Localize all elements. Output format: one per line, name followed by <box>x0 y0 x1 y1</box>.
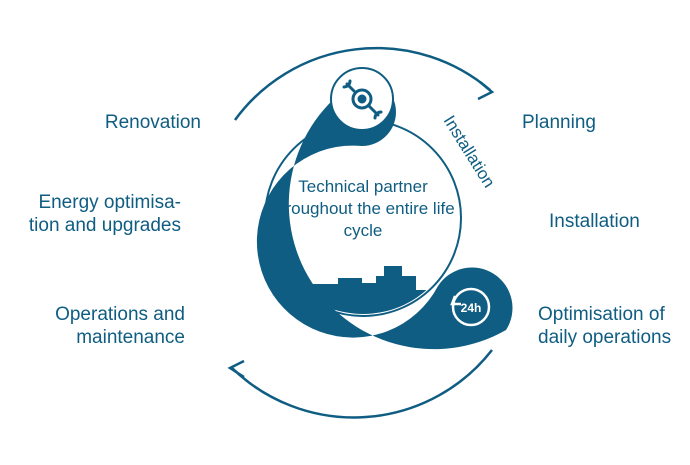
service-crescent <box>256 78 513 350</box>
label-renovation: Renovation <box>104 112 201 133</box>
arrow-top-right <box>233 46 491 121</box>
label-energy-line1: Energy optimisa- <box>38 192 181 213</box>
clock-24h-icon: 24h <box>450 287 491 327</box>
label-operations-maintenance: Operations and maintenance <box>55 303 185 349</box>
badge-24h-label: 24h <box>461 301 482 315</box>
skyline-icon <box>290 266 440 314</box>
label-installation: Installation <box>549 211 640 232</box>
center-text: Technical partner throughout the entire … <box>271 177 455 240</box>
label-optimisation-line1: Optimisation of <box>538 304 665 325</box>
arrow-bottom-left-head <box>227 359 245 379</box>
label-optimisation: Optimisation of daily operations <box>538 303 671 349</box>
label-operations-line1: Operations and <box>55 304 185 325</box>
label-planning: Planning <box>522 112 596 133</box>
arrow-top-right-head <box>477 81 495 101</box>
label-energy-line2: tion and upgrades <box>28 215 181 236</box>
wrench-icon <box>342 79 383 120</box>
label-energy-optimisation: Energy optimisa- tion and upgrades <box>29 191 181 237</box>
label-optimisation-line2: daily operations <box>538 327 672 348</box>
arrow-bottom-left <box>231 349 493 419</box>
label-operations-line2: maintenance <box>76 327 185 348</box>
